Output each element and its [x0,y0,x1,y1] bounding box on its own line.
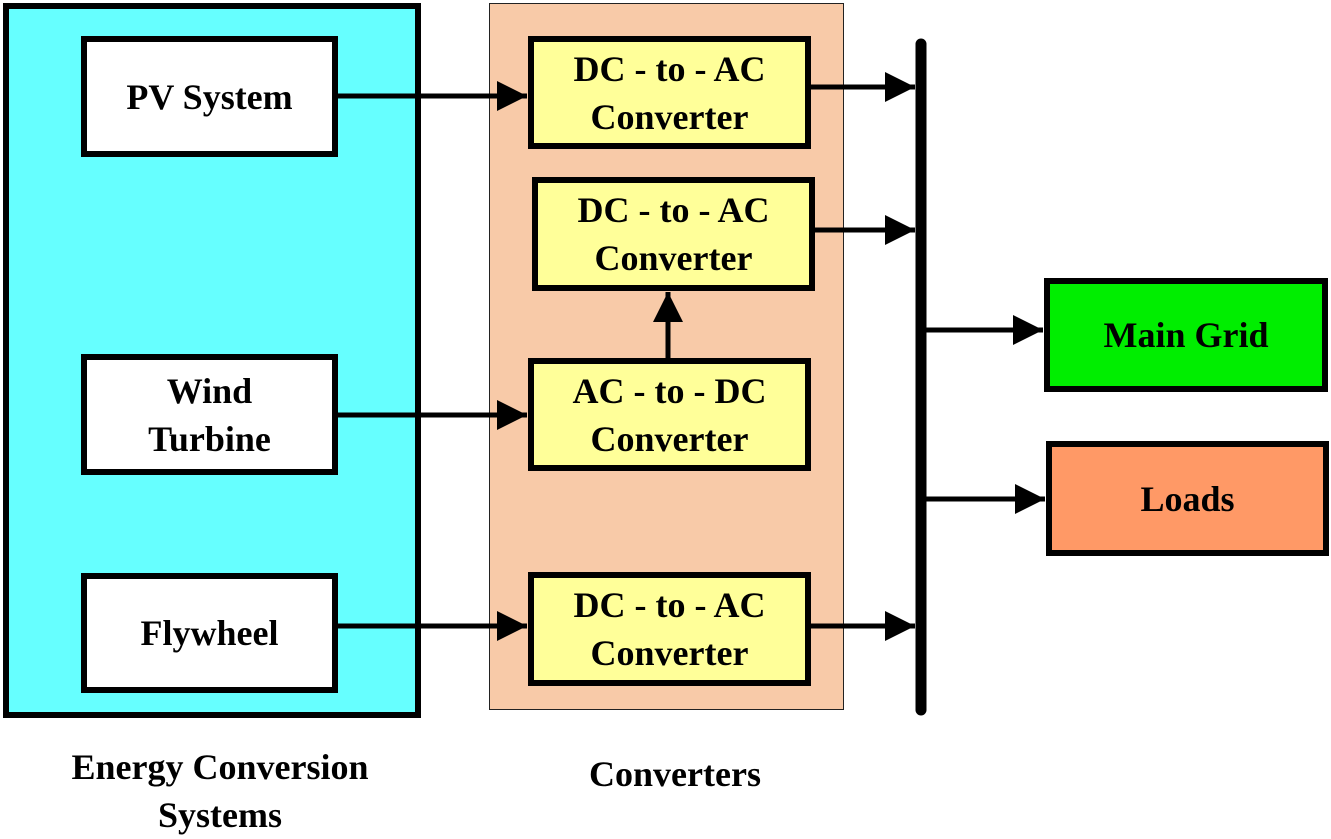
wind-turbine-block: Wind Turbine [81,354,338,475]
wind-ac-dc-converter-label: AC - to - DC Converter [572,370,767,459]
pv-dc-ac-converter-block: DC - to - AC Converter [528,36,811,149]
loads-block: Loads [1046,441,1329,556]
flywheel-block: Flywheel [81,573,338,693]
pv-system-block: PV System [81,36,338,157]
flywheel-dc-ac-converter-label: DC - to - AC Converter [573,585,766,673]
flywheel-dc-ac-converter-block: DC - to - AC Converter [528,572,811,686]
loads-label: Loads [1140,478,1235,519]
wind-dc-ac-converter-block: DC - to - AC Converter [532,177,815,291]
pv-system-label: PV System [126,76,293,117]
main-grid-label: Main Grid [1103,315,1269,355]
wind-ac-dc-converter-block: AC - to - DC Converter [528,358,811,471]
pv-dc-ac-converter-label: DC - to - AC Converter [573,48,766,137]
flywheel-label: Flywheel [140,613,279,653]
wind-dc-ac-converter-label: DC - to - AC Converter [577,190,770,278]
wind-turbine-label: Wind Turbine [148,370,271,459]
converters-caption: Converters [589,754,761,794]
energy-conversion-systems-caption: Energy Conversion Systems [71,747,369,835]
main-grid-block: Main Grid [1044,278,1328,392]
